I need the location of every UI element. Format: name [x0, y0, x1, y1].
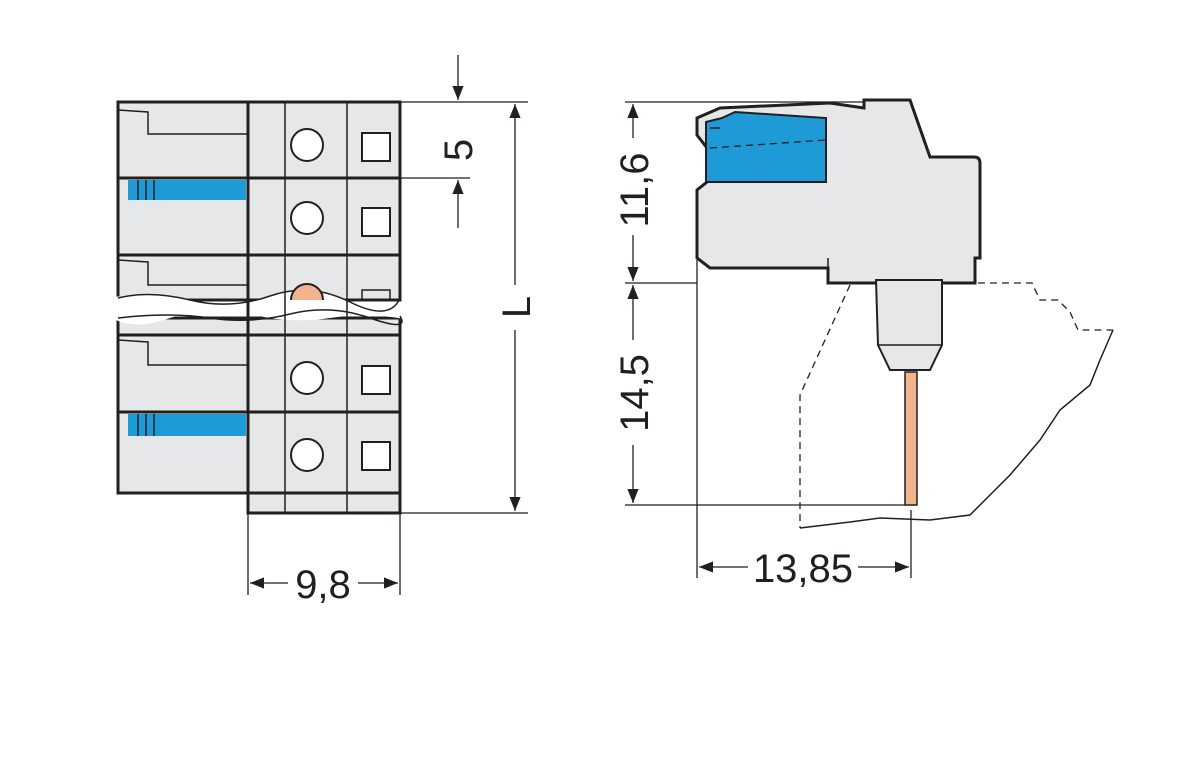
- dimension-depth: 13,85: [753, 547, 853, 591]
- pcb-break-line: [799, 329, 1114, 529]
- side-actuator: [705, 110, 827, 183]
- actuator-1: [128, 180, 246, 200]
- dimension-width: 9,8: [295, 563, 351, 607]
- side-dimensions: 11,6 14,5 13,85: [613, 101, 912, 591]
- front-dimensions: 5 L 9,8: [247, 55, 539, 607]
- solder-pin: [904, 371, 918, 506]
- dimension-height-top: 11,6: [613, 153, 657, 228]
- pin-collar: [874, 279, 943, 371]
- test-openings: [361, 132, 391, 471]
- actuator-2: [128, 414, 246, 436]
- front-view: [110, 100, 410, 515]
- dimension-height-pin: 14,5: [613, 354, 657, 432]
- screw-openings: [290, 128, 324, 472]
- break-line: [110, 290, 410, 325]
- front-housing-upper: [116, 100, 402, 302]
- dimension-length: L: [495, 296, 539, 318]
- dimension-pitch: 5: [437, 139, 481, 161]
- side-view: [695, 98, 1114, 529]
